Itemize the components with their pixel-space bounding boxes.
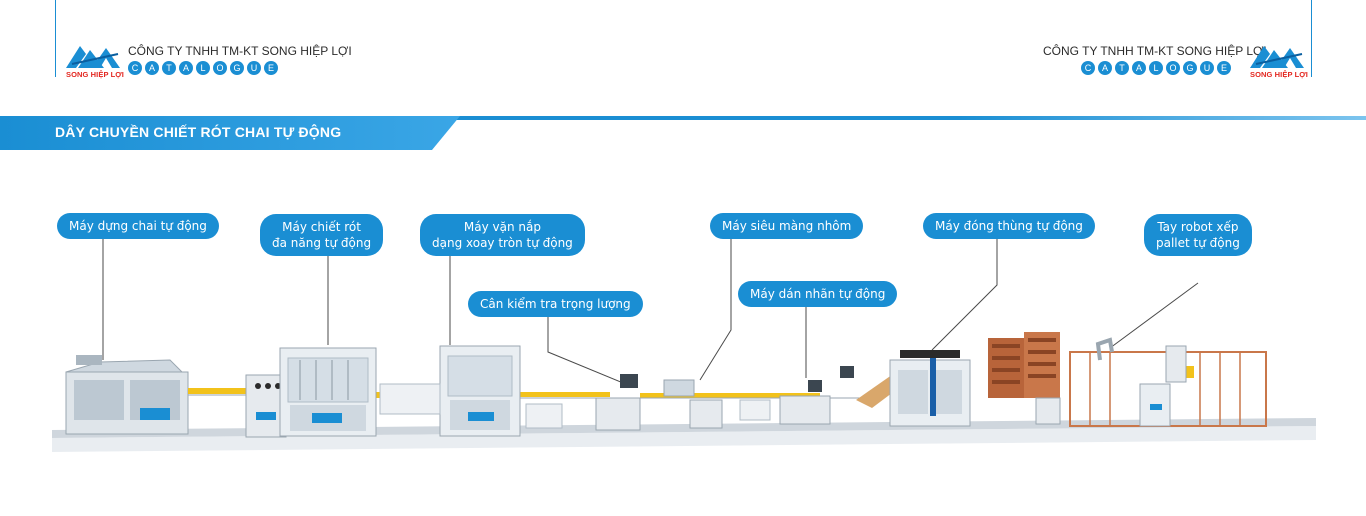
label-text: đa năng tự động [272,236,372,250]
catalogue-letter: C [128,61,142,75]
catalogue-letter: G [230,61,244,75]
label-text: Máy dán nhãn tự động [750,287,886,301]
label-text: Cân kiểm tra trọng lượng [480,297,631,311]
label-labeling-machine: Máy dán nhãn tự động [738,281,898,307]
logo-text: SONG HIỆP LỢI [66,70,124,79]
company-logo-icon-right [1250,46,1304,68]
label-cartoning-machine: Máy đóng thùng tự động [923,213,1095,239]
label-text: Máy siêu màng nhôm [722,219,852,233]
company-logo-icon [66,46,120,68]
catalogue-letter: O [213,61,227,75]
catalogue-letter: O [1166,61,1180,75]
label-capping-machine: Máy vặn nắp dạng xoay tròn tự động [420,214,585,256]
catalogue-badge-right: C A T A L O G U E [1081,61,1231,75]
section-title: DÂY CHUYỀN CHIẾT RÓT CHAI TỰ ĐỘNG [55,124,342,140]
company-name-right: CÔNG TY TNHH TM-KT SONG HIỆP LỢI [1043,44,1267,58]
catalogue-letter: T [1115,61,1129,75]
catalogue-badge: C A T A L O G U E [128,61,278,75]
label-text: Máy đóng thùng tự động [935,219,1083,233]
label-checkweigher: Cân kiểm tra trọng lượng [468,291,643,317]
label-robot-palletizer: Tay robot xếp pallet tự động [1144,214,1252,256]
logo-text-right: SONG HIỆP LỢI [1250,70,1308,79]
right-border-line [1311,0,1312,77]
left-border-line [55,0,56,77]
catalogue-letter: G [1183,61,1197,75]
catalogue-letter: L [196,61,210,75]
catalogue-letter: C [1081,61,1095,75]
section-banner [0,116,460,150]
catalogue-letter: L [1149,61,1163,75]
catalogue-letter: E [1217,61,1231,75]
catalogue-letter: U [247,61,261,75]
label-filling-machine: Máy chiết rót đa năng tự động [260,214,384,256]
catalogue-letter: A [145,61,159,75]
label-text: dạng xoay tròn tự động [432,236,573,250]
label-text: Tay robot xếp [1157,220,1239,234]
catalogue-letter: T [162,61,176,75]
label-text: Máy vặn nắp [463,220,541,234]
label-induction-sealer: Máy siêu màng nhôm [710,213,864,239]
label-text: pallet tự động [1156,236,1240,250]
catalogue-letter: E [264,61,278,75]
banner-line [0,116,1366,120]
catalogue-letter: U [1200,61,1214,75]
label-text: Máy dựng chai tự động [69,219,207,233]
catalogue-letter: A [1132,61,1146,75]
catalogue-letter: A [1098,61,1112,75]
company-name: CÔNG TY TNHH TM-KT SONG HIỆP LỢI [128,44,352,58]
label-bottle-unscrambler: Máy dựng chai tự động [57,213,219,239]
catalogue-letter: A [179,61,193,75]
label-text: Máy chiết rót [282,220,361,234]
